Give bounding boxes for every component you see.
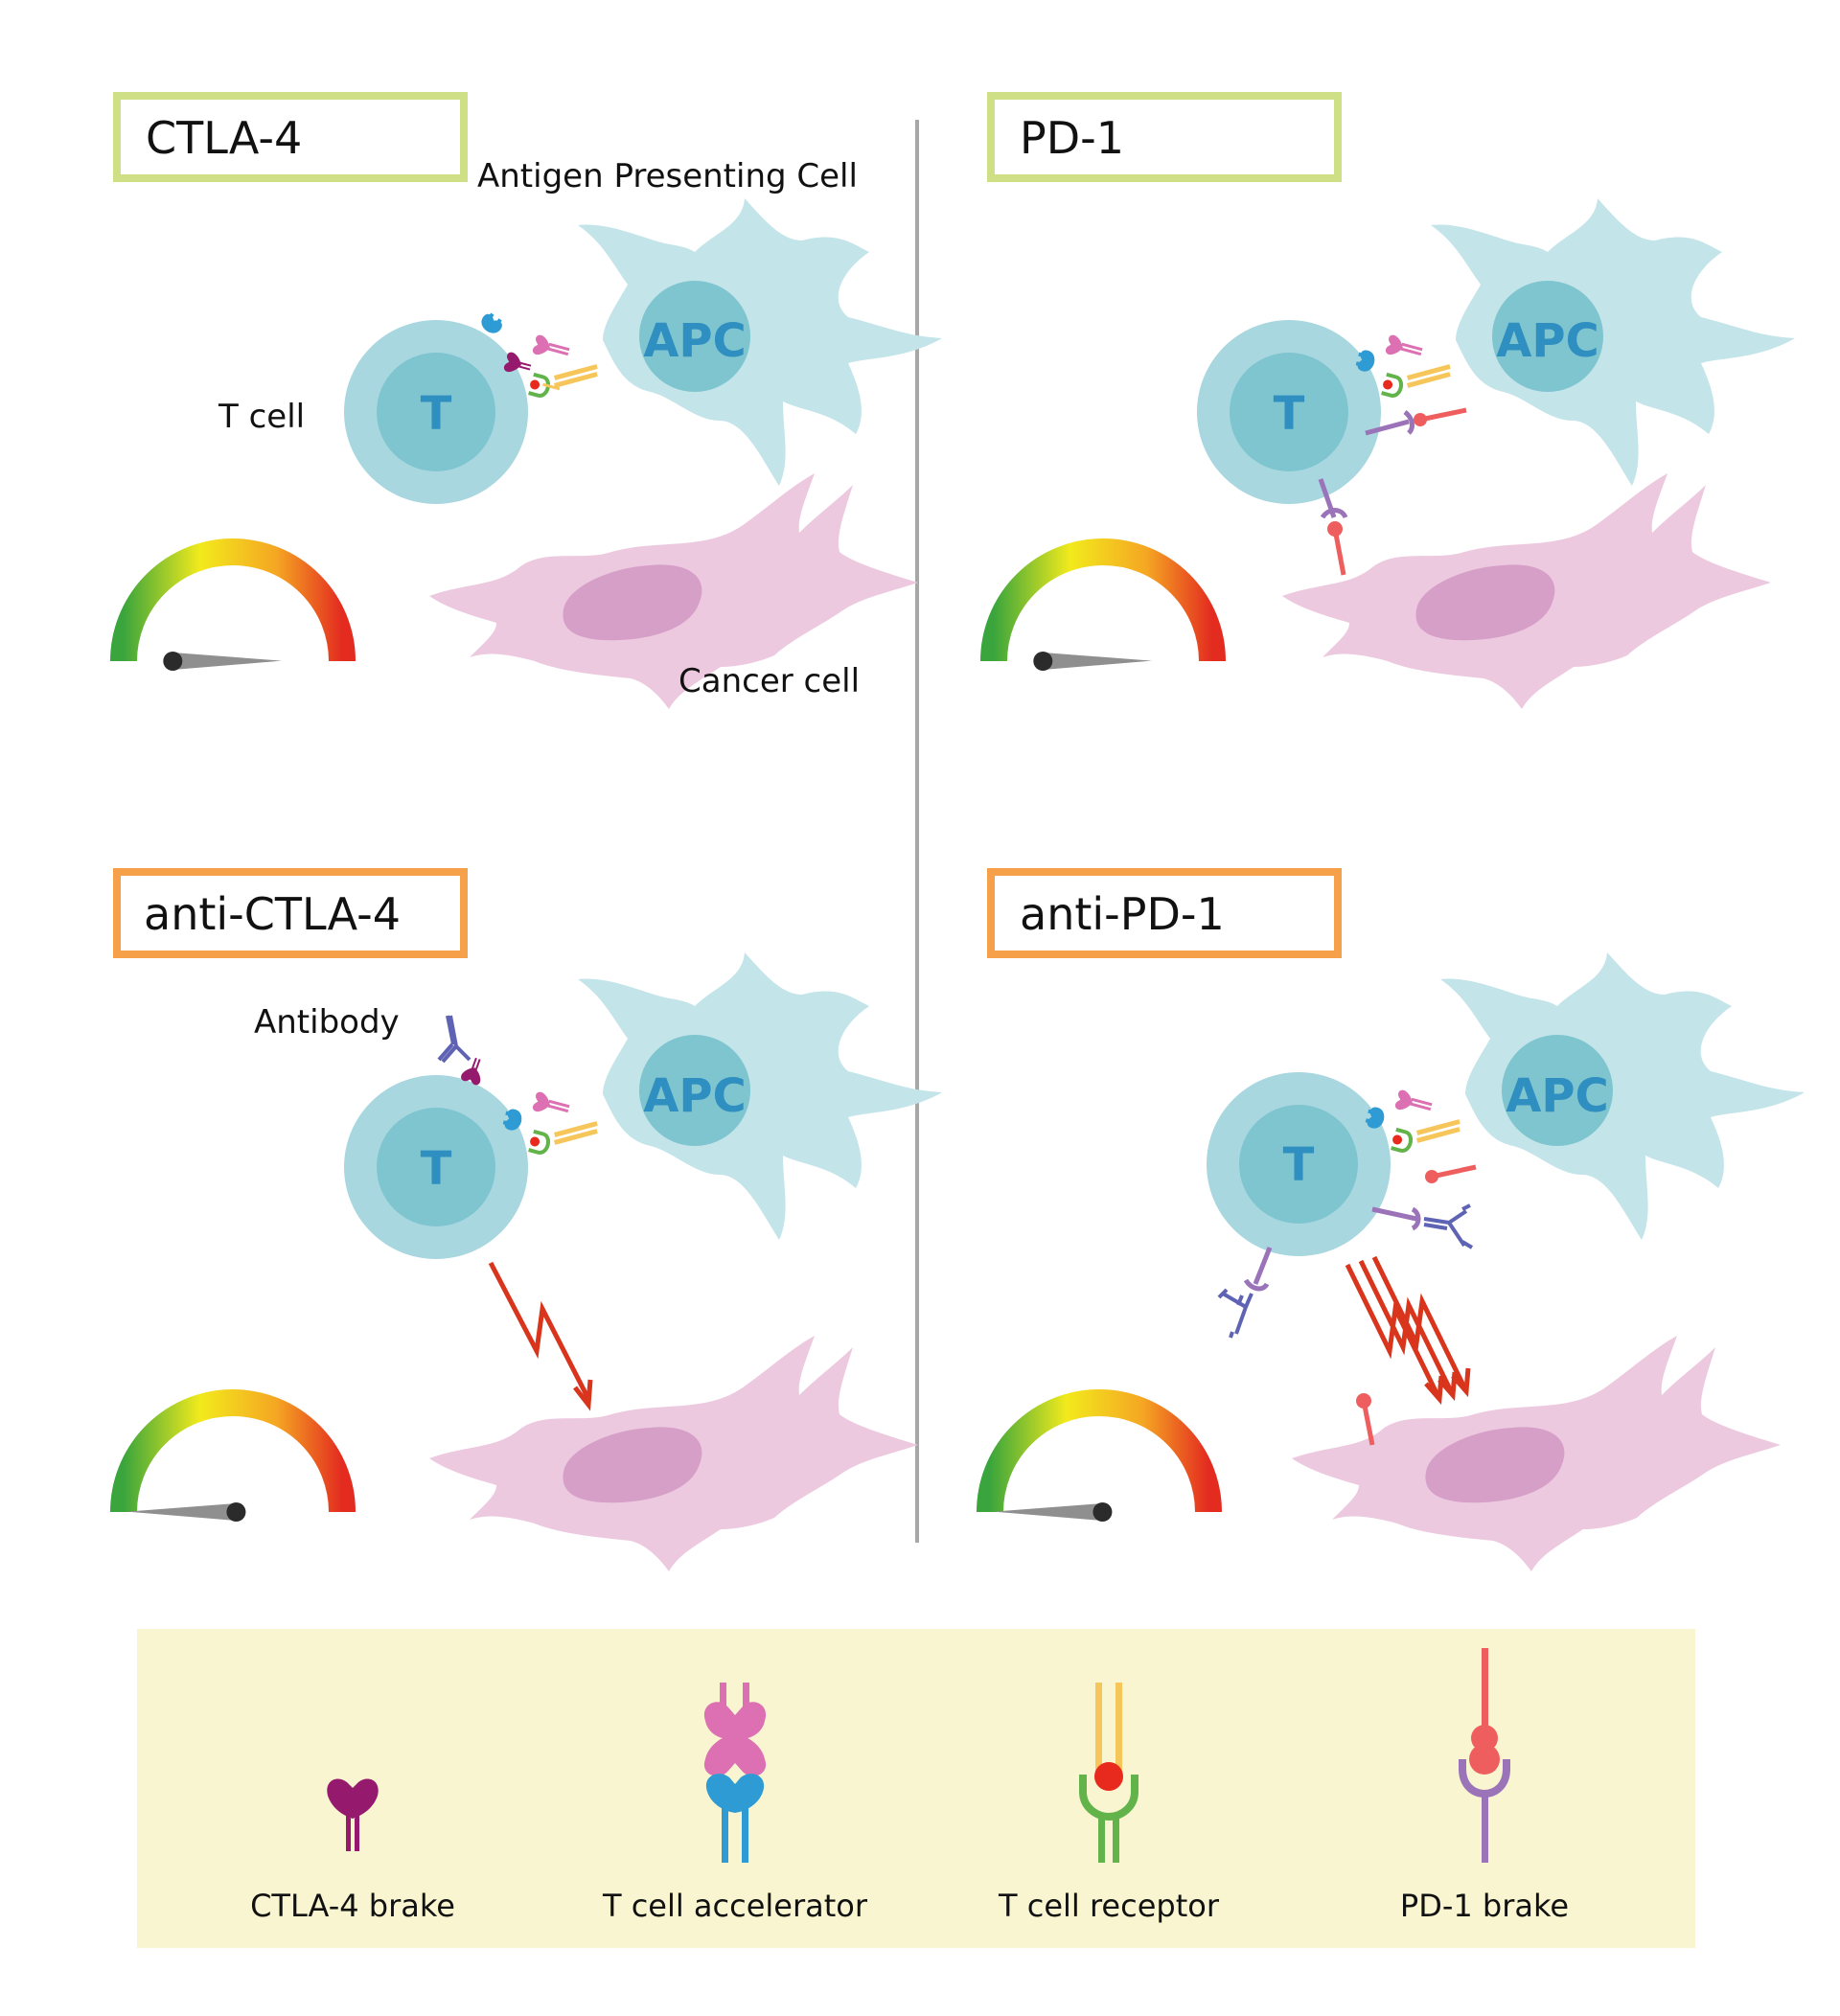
t-letter: T	[1283, 1138, 1315, 1192]
receptor-icon	[1079, 1683, 1138, 1863]
apc-cell	[1431, 198, 1795, 486]
cancer-cell	[429, 1336, 918, 1571]
lightning-icon	[488, 1261, 593, 1411]
gauge-hub	[1092, 1502, 1113, 1522]
title-frame-pd1	[987, 92, 1342, 182]
gauge-hub	[163, 652, 183, 671]
receptor-cluster	[1318, 334, 1467, 576]
legend: CTLA-4 brake T cell accelerator T cell r…	[137, 1629, 1695, 1948]
legend-label-receptor: T cell receptor	[998, 1888, 1220, 1924]
lightning-icon	[1345, 1255, 1471, 1406]
gauge-needle	[993, 1503, 1103, 1521]
accelerator-icon	[703, 1683, 767, 1863]
tcell-caption: T cell	[218, 398, 305, 436]
title-frame-anti-pd1	[987, 868, 1342, 958]
gauge-arc	[977, 1389, 1222, 1513]
t-letter: T	[1274, 387, 1305, 441]
gauge-arc	[110, 1389, 356, 1513]
panel-pd1: PD-1 APC T	[980, 92, 1795, 709]
antibody-caption: Antibody	[254, 1003, 400, 1042]
gauge-needle	[172, 653, 283, 670]
activity-gauge	[110, 538, 356, 671]
activity-gauge	[110, 1389, 356, 1522]
gauge-arc	[980, 538, 1226, 662]
t-letter: T	[421, 1142, 452, 1196]
title-frame-ctla4	[113, 92, 468, 182]
panel-title-anti-pd1: anti-PD-1	[1020, 888, 1225, 940]
apc-letter: APC	[643, 1069, 747, 1123]
pd1-brake-icon	[1459, 1648, 1510, 1863]
antibody-icon	[437, 1015, 472, 1064]
apc-letter: APC	[1506, 1069, 1609, 1123]
activity-gauge	[980, 538, 1226, 671]
legend-label-ctla4-brake: CTLA-4 brake	[250, 1888, 455, 1924]
gauge-needle	[1043, 653, 1153, 670]
apc-letter: APC	[643, 314, 747, 368]
t-letter: T	[421, 387, 452, 441]
gauge-needle	[126, 1503, 237, 1521]
apc-caption: Antigen Presenting Cell	[477, 157, 858, 195]
gauge-hub	[1033, 652, 1053, 671]
apc-cell	[578, 952, 942, 1240]
gauge-arc	[110, 538, 356, 662]
apc-cell	[578, 198, 942, 486]
panel-ctla4: CTLA-4 Antigen Presenting Cell APC T T c…	[110, 92, 942, 709]
receptor-cluster	[501, 1091, 598, 1155]
panel-title-pd1: PD-1	[1020, 112, 1124, 164]
panel-title-ctla4: CTLA-4	[146, 112, 302, 164]
title-frame-anti-ctla4	[113, 868, 468, 958]
panel-anti-pd1: anti-PD-1 APC T	[977, 868, 1805, 1571]
legend-label-pd1-brake: PD-1 brake	[1400, 1888, 1569, 1924]
legend-label-accelerator: T cell accelerator	[602, 1888, 868, 1924]
cancer-caption: Cancer cell	[678, 662, 860, 700]
gauge-hub	[226, 1502, 246, 1522]
panel-title-anti-ctla4: anti-CTLA-4	[144, 888, 401, 940]
cancer-cell	[1292, 1336, 1781, 1571]
legend-background	[137, 1629, 1695, 1948]
panel-anti-ctla4: anti-CTLA-4 Antibody APC T	[110, 868, 942, 1571]
activity-gauge	[977, 1389, 1222, 1522]
receptor-cluster	[1217, 1089, 1477, 1339]
apc-cell	[1440, 952, 1805, 1240]
receptor-cluster	[477, 310, 598, 398]
apc-letter: APC	[1496, 314, 1599, 368]
cancer-cell	[1282, 473, 1771, 709]
